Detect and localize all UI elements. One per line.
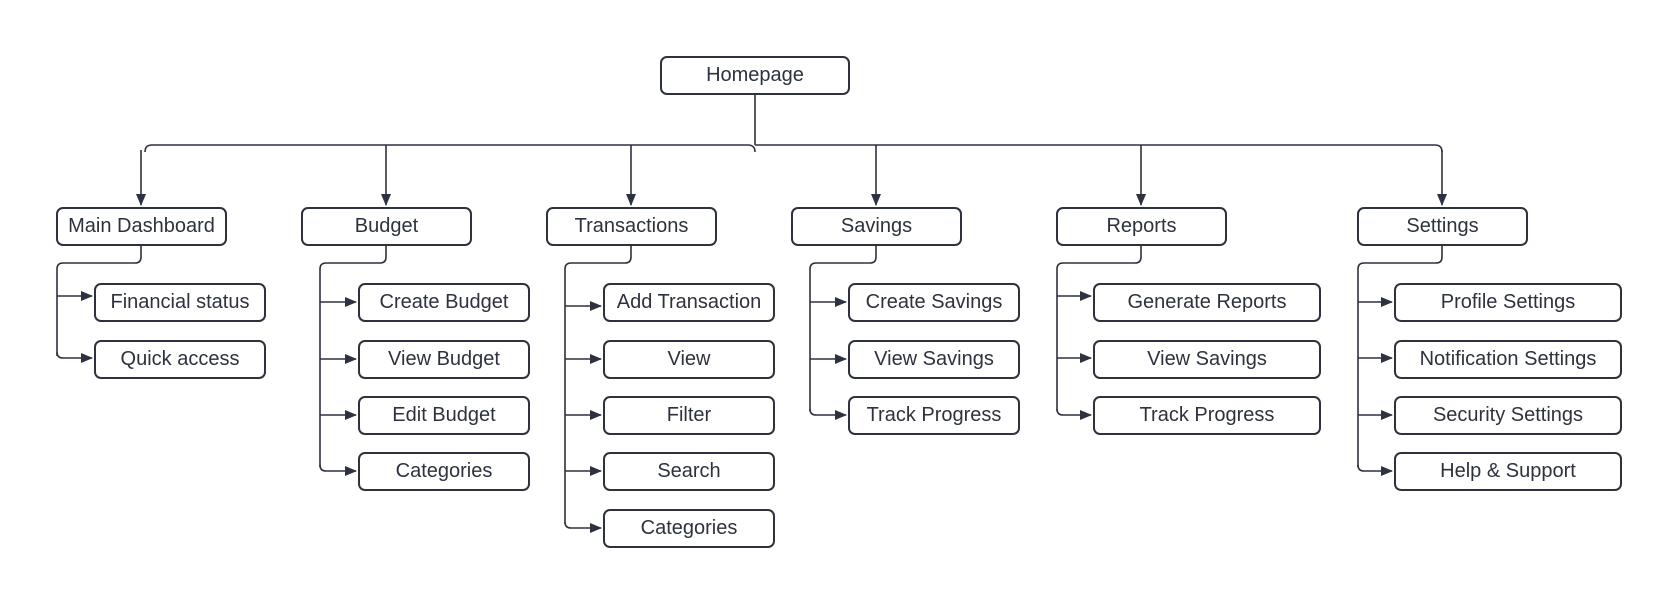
node-budget-label: Budget	[354, 215, 419, 237]
spine-settings	[1357, 246, 1443, 467]
node-main-dashboard-label: Main Dashboard	[68, 215, 215, 237]
node-reports-label: Reports	[1106, 215, 1177, 237]
node-add-transaction-label: Add Transaction	[616, 291, 762, 313]
node-reports-track-progress-label: Track Progress	[1139, 404, 1275, 426]
node-reports-view-savings-label: View Savings	[1147, 348, 1267, 370]
node-budget-categories[interactable]: Categories	[358, 452, 530, 491]
node-notification-settings[interactable]: Notification Settings	[1394, 340, 1622, 379]
node-view-budget-label: View Budget	[388, 348, 500, 370]
node-quick-access-label: Quick access	[120, 348, 240, 370]
node-budget[interactable]: Budget	[301, 207, 472, 246]
node-reports-view-savings[interactable]: View Savings	[1093, 340, 1321, 379]
node-reports[interactable]: Reports	[1056, 207, 1227, 246]
branch-tx-categories	[564, 521, 602, 533]
branch-track-progress	[809, 408, 847, 420]
node-profile-settings-label: Profile Settings	[1440, 291, 1576, 313]
node-budget-categories-label: Categories	[395, 460, 493, 482]
node-homepage-label: Homepage	[706, 64, 804, 86]
node-view-savings-label: View Savings	[874, 348, 994, 370]
node-notification-settings-label: Notification Settings	[1419, 348, 1597, 370]
node-filter[interactable]: Filter	[603, 396, 775, 435]
node-settings-label: Settings	[1406, 215, 1479, 237]
node-savings[interactable]: Savings	[791, 207, 962, 246]
node-edit-budget-label: Edit Budget	[392, 404, 496, 426]
node-track-progress-label: Track Progress	[866, 404, 1002, 426]
node-view-savings[interactable]: View Savings	[848, 340, 1020, 379]
spine-budget	[319, 246, 387, 467]
node-view-label: View	[667, 348, 711, 370]
branch-quick-access	[56, 351, 93, 363]
spine-savings	[809, 246, 877, 411]
node-settings[interactable]: Settings	[1357, 207, 1528, 246]
node-search[interactable]: Search	[603, 452, 775, 491]
node-transactions[interactable]: Transactions	[546, 207, 717, 246]
node-view[interactable]: View	[603, 340, 775, 379]
node-quick-access[interactable]: Quick access	[94, 340, 266, 379]
node-create-budget-label: Create Budget	[379, 291, 509, 313]
node-transaction-categories-label: Categories	[640, 517, 738, 539]
node-savings-label: Savings	[840, 215, 913, 237]
node-financial-status[interactable]: Financial status	[94, 283, 266, 322]
node-transaction-categories[interactable]: Categories	[603, 509, 775, 548]
branch-help-support	[1357, 464, 1393, 476]
node-generate-reports[interactable]: Generate Reports	[1093, 283, 1321, 322]
level1-bus	[144, 144, 1443, 153]
node-security-settings[interactable]: Security Settings	[1394, 396, 1622, 435]
node-homepage[interactable]: Homepage	[660, 56, 850, 95]
spine-main-dashboard	[56, 246, 142, 356]
spine-transactions	[564, 246, 632, 524]
node-main-dashboard[interactable]: Main Dashboard	[56, 207, 227, 246]
node-create-savings-label: Create Savings	[865, 291, 1003, 313]
node-transactions-label: Transactions	[574, 215, 689, 237]
node-search-label: Search	[657, 460, 721, 482]
node-security-settings-label: Security Settings	[1432, 404, 1584, 426]
branch-budget-categories	[319, 464, 357, 476]
node-create-budget[interactable]: Create Budget	[358, 283, 530, 322]
node-filter-label: Filter	[666, 404, 712, 426]
node-create-savings[interactable]: Create Savings	[848, 283, 1020, 322]
node-reports-track-progress[interactable]: Track Progress	[1093, 396, 1321, 435]
node-profile-settings[interactable]: Profile Settings	[1394, 283, 1622, 322]
node-add-transaction[interactable]: Add Transaction	[603, 283, 775, 322]
spine-reports	[1056, 246, 1142, 411]
node-help-support-label: Help & Support	[1440, 460, 1576, 482]
node-help-support[interactable]: Help & Support	[1394, 452, 1622, 491]
node-generate-reports-label: Generate Reports	[1127, 291, 1287, 313]
branch-reports-track-progress	[1056, 408, 1092, 420]
node-track-progress[interactable]: Track Progress	[848, 396, 1020, 435]
node-edit-budget[interactable]: Edit Budget	[358, 396, 530, 435]
node-view-budget[interactable]: View Budget	[358, 340, 530, 379]
node-financial-status-label: Financial status	[110, 291, 250, 313]
